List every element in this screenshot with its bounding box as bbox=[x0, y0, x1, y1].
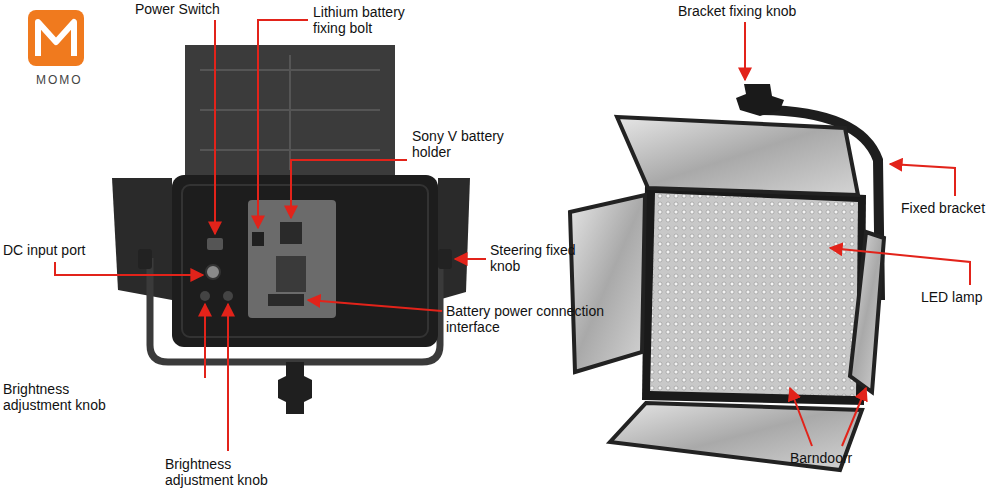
part-label: Brightness adjustment knob bbox=[3, 381, 128, 413]
left-barndoor bbox=[112, 178, 172, 300]
barndoor bbox=[570, 195, 645, 372]
barndoor bbox=[850, 232, 884, 392]
part-label: Sony V battery holder bbox=[412, 128, 524, 160]
part-label: Fixed bracket bbox=[901, 200, 997, 216]
part-label: Steering fixed knob bbox=[490, 242, 582, 274]
part-label: Lithium battery fixing bolt bbox=[313, 4, 438, 36]
leader-line bbox=[842, 388, 866, 446]
dc-port bbox=[206, 265, 220, 279]
leader-line bbox=[744, 22, 746, 80]
mount-knob bbox=[278, 362, 312, 414]
leader-line bbox=[308, 300, 442, 311]
leader-line bbox=[214, 20, 216, 234]
side-knob bbox=[138, 249, 152, 269]
v-mount-slot bbox=[280, 222, 302, 244]
part-label: Barndoorr bbox=[790, 450, 900, 466]
panel-front-view bbox=[570, 84, 884, 470]
part-label: Battery power connection interface bbox=[446, 303, 606, 335]
part-label: LED lamp bbox=[921, 289, 997, 305]
power-switch bbox=[207, 238, 223, 250]
leader-line bbox=[291, 160, 407, 218]
panel-housing bbox=[172, 175, 438, 347]
leader-line bbox=[227, 304, 229, 451]
leader-line bbox=[455, 258, 486, 260]
logo-mark bbox=[38, 22, 74, 56]
leader-line bbox=[830, 248, 970, 285]
leader-lines bbox=[55, 20, 970, 451]
brightness-knob bbox=[223, 291, 233, 301]
part-label: Bracket fixing knob bbox=[678, 3, 828, 19]
barndoor bbox=[617, 117, 858, 195]
part-label: Brightness adjustment knob bbox=[165, 456, 290, 488]
logo-text: MOMO bbox=[36, 72, 96, 88]
part-label: DC input port bbox=[3, 242, 113, 258]
power-interface bbox=[268, 294, 304, 306]
panel-back-view bbox=[112, 45, 470, 414]
bracket-knob bbox=[736, 84, 784, 116]
leader-line bbox=[258, 20, 308, 228]
leader-line bbox=[204, 304, 206, 378]
brightness-knob bbox=[200, 291, 210, 301]
leader-line bbox=[55, 262, 203, 275]
led-array bbox=[650, 193, 858, 396]
logo-badge bbox=[28, 10, 84, 66]
leader-line bbox=[790, 388, 812, 446]
side-knob bbox=[438, 249, 452, 269]
barndoor-ribs bbox=[200, 55, 380, 170]
logo bbox=[28, 10, 84, 66]
v-mount-slot bbox=[276, 256, 306, 292]
leader-line bbox=[890, 164, 955, 196]
part-label: Power Switch bbox=[135, 1, 245, 17]
fixing-bolt bbox=[252, 232, 264, 246]
panel-frame bbox=[642, 185, 866, 405]
housing-rim bbox=[182, 185, 428, 337]
